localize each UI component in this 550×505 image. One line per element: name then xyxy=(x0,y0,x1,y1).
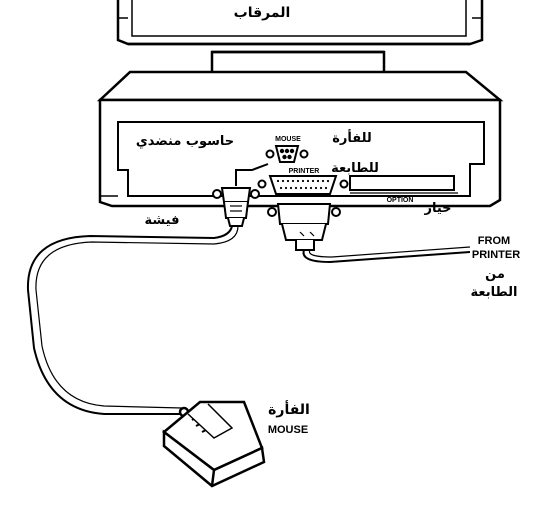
mouse[interactable] xyxy=(161,400,266,488)
monitor-label: المرقاب xyxy=(234,5,291,21)
printer-port-label-en: PRINTER xyxy=(289,168,320,175)
mouse-label-ar: الفأرة xyxy=(268,400,310,418)
from-printer-label-ar-line1: من xyxy=(485,267,505,282)
computer-label: حاسوب منضدي xyxy=(136,134,234,149)
mouse-label-en: MOUSE xyxy=(268,424,308,436)
mouse-port-label-en: MOUSE xyxy=(275,136,301,143)
mouse-port[interactable] xyxy=(265,145,309,163)
mouse-cable xyxy=(26,225,239,415)
mouse-plug[interactable] xyxy=(212,187,260,227)
printer-port-label-ar: للطابعة xyxy=(331,161,379,176)
option-slot[interactable] xyxy=(349,175,458,194)
mouse-cable-lead xyxy=(235,163,269,186)
printer-plug[interactable] xyxy=(267,203,341,251)
printer-cable xyxy=(302,246,471,264)
printer-port[interactable] xyxy=(257,175,349,195)
from-printer-label-line2: PRINTER xyxy=(472,249,520,261)
option-label-en: OPTION xyxy=(387,197,414,204)
plug-label: فيشة xyxy=(145,213,180,228)
option-label-ar: خيار xyxy=(423,201,451,216)
from-printer-label-line1: FROM xyxy=(478,235,510,247)
from-printer-label-ar-line2: الطابعة xyxy=(471,285,518,300)
mouse-port-label-ar: للفأرة xyxy=(332,129,372,146)
monitor xyxy=(116,0,484,46)
